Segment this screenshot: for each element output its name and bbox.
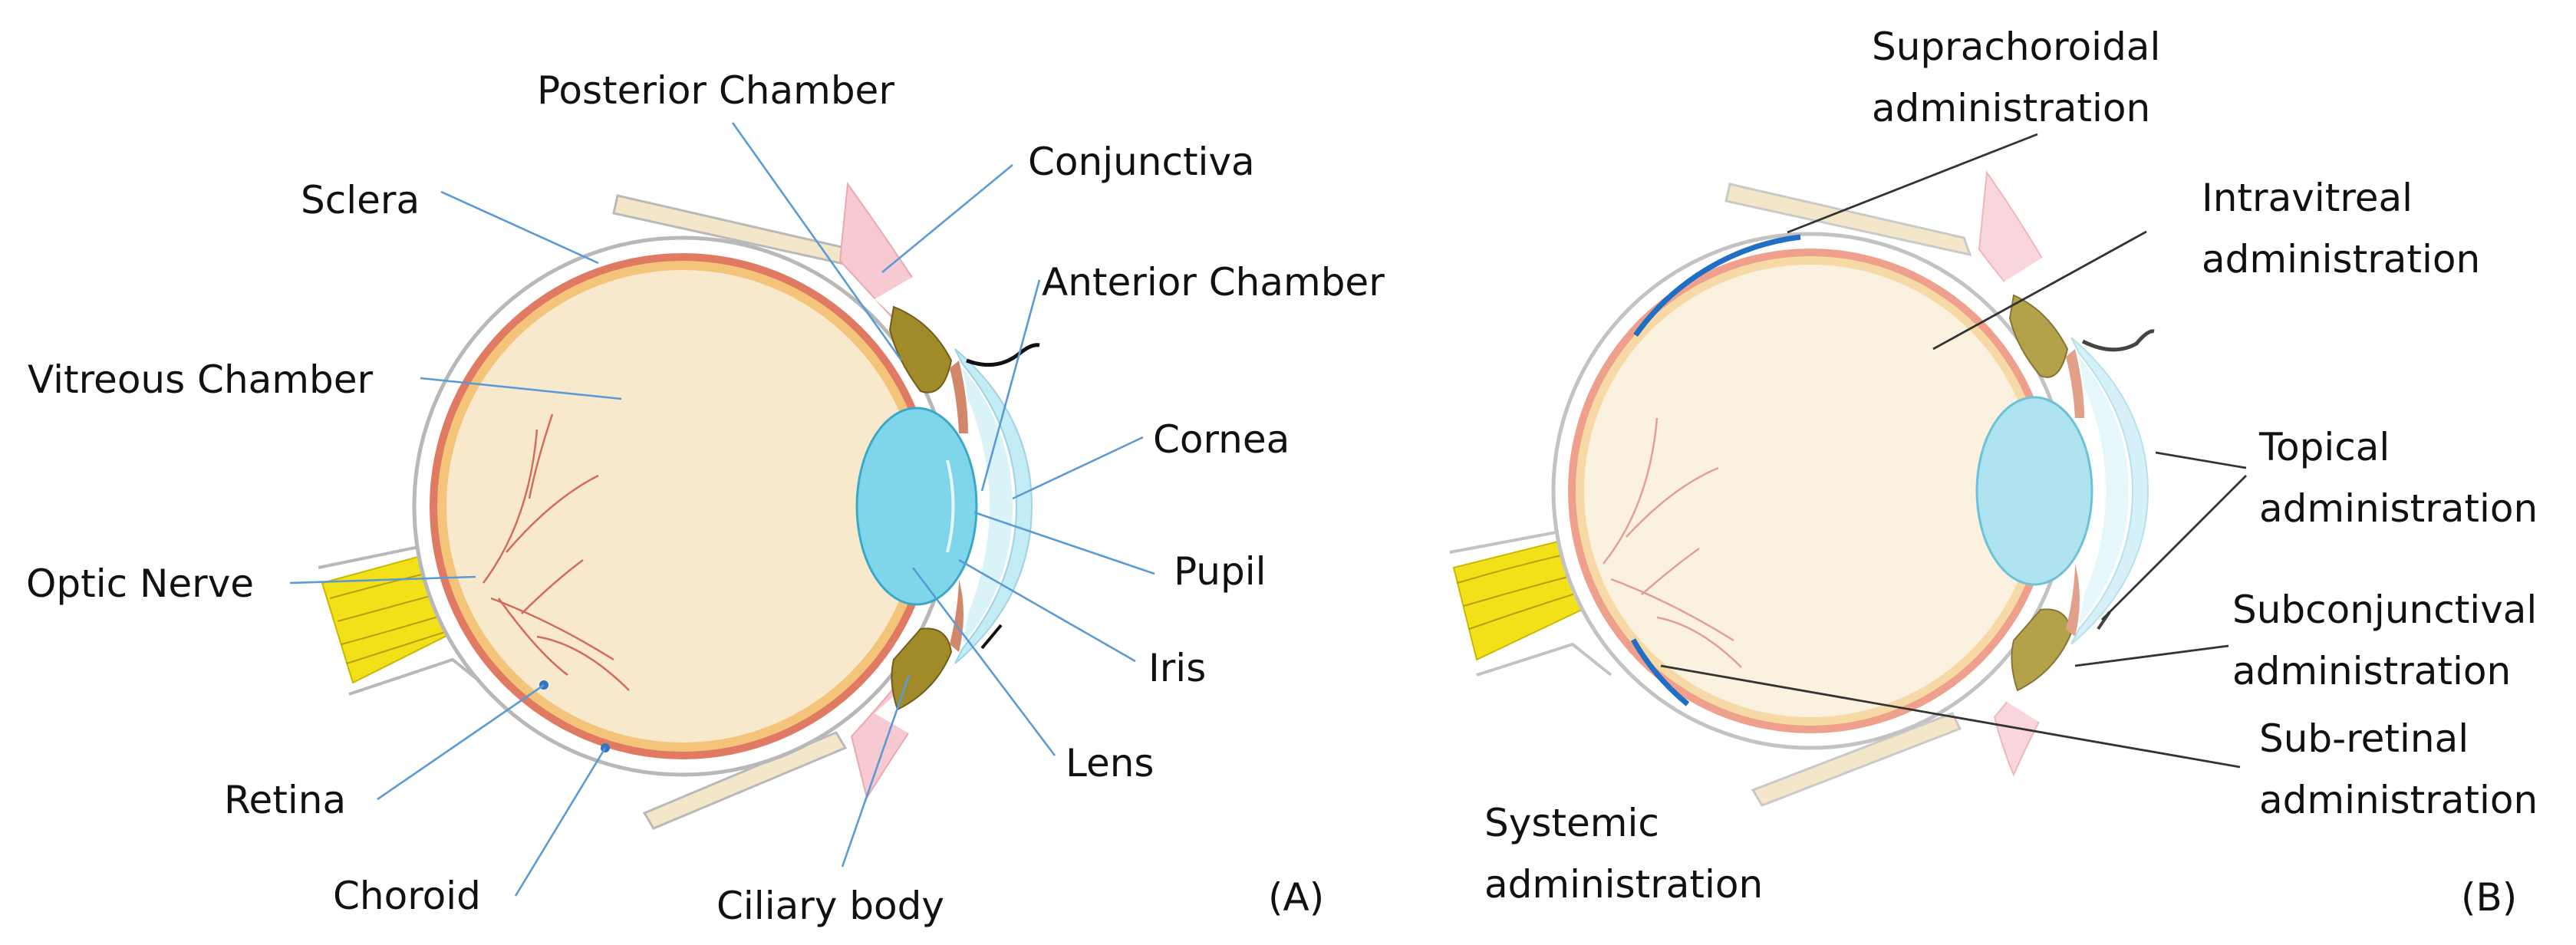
- ciliary-body-upper-b: [2008, 294, 2069, 378]
- label-intravitreal: Intravitreal administration: [2202, 176, 2480, 282]
- eyelash-lower-a: [980, 624, 1003, 650]
- label-pupil: Pupil: [1174, 549, 1266, 594]
- cornea-b: [2070, 337, 2149, 645]
- leader-lines-b: [1660, 133, 2247, 769]
- label-intravitreal-line1: Intravitreal: [2202, 176, 2413, 220]
- label-suprachoroidal-line1: Suprachoroidal: [1872, 25, 2160, 69]
- label-vitreous-chamber: Vitreous Chamber: [28, 357, 373, 402]
- label-subconjunctival-line2: administration: [2232, 649, 2511, 693]
- label-lens: Lens: [1066, 741, 1154, 785]
- label-retina: Retina: [224, 778, 346, 822]
- label-subconjunctival-line1: Subconjunctival: [2232, 588, 2537, 632]
- cornea-a: [954, 348, 1033, 664]
- label-intravitreal-line2: administration: [2202, 237, 2480, 282]
- panel-b: Suprachoroidal administration Intravitre…: [1449, 25, 2549, 920]
- label-choroid: Choroid: [333, 874, 481, 918]
- retinal-vessels-a: [482, 413, 630, 691]
- label-ciliary-body: Ciliary body: [716, 884, 944, 928]
- upper-eyelid-b: [1724, 183, 1972, 257]
- label-anterior-chamber: Anterior Chamber: [1042, 260, 1385, 305]
- label-subconjunctival: Subconjunctival administration: [2232, 588, 2549, 693]
- iris-lower-b: [2066, 564, 2080, 637]
- suprachoroidal-highlight: [1633, 234, 1801, 338]
- label-subretinal-line1: Sub-retinal: [2259, 716, 2469, 761]
- label-sclera: Sclera: [301, 178, 420, 222]
- anterior-chamber-fluid-a: [963, 368, 1013, 644]
- label-suprachoroidal: Suprachoroidal administration: [1872, 25, 2172, 130]
- lens-a: [855, 407, 978, 606]
- iris-upper-a: [950, 361, 968, 433]
- ciliary-body-lower-b: [2011, 608, 2073, 692]
- lower-eyelid-b: [1751, 712, 1962, 807]
- panel-tag-a: (A): [1268, 875, 1324, 920]
- ciliary-body-lower-a: [891, 627, 953, 711]
- leader-lines-a: [289, 122, 1155, 897]
- label-systemic-line2: administration: [1484, 862, 1763, 907]
- label-systemic: Systemic administration: [1484, 801, 1763, 907]
- vitreous-b: [1584, 265, 2037, 717]
- anterior-mask-a: [875, 245, 1020, 767]
- label-systemic-line1: Systemic: [1484, 801, 1659, 845]
- label-topical-line2: administration: [2259, 486, 2538, 531]
- label-optic-nerve: Optic Nerve: [26, 561, 254, 606]
- retinal-vessels-b: [1603, 417, 1742, 668]
- subretinal-highlight: [1630, 638, 1690, 706]
- label-iris: Iris: [1148, 646, 1206, 690]
- label-suprachoroidal-line2: administration: [1872, 86, 2150, 130]
- lens-highlight-a: [946, 459, 955, 553]
- iris-upper-b: [2066, 349, 2084, 418]
- anterior-chamber-fluid-b: [2079, 357, 2129, 625]
- panel-a: Posterior Chamber Conjunctiva Sclera Ant…: [26, 68, 1385, 928]
- label-topical-line1: Topical: [2258, 425, 2390, 469]
- label-cornea: Cornea: [1153, 417, 1290, 462]
- vitreous-a: [446, 270, 919, 742]
- label-posterior-chamber: Posterior Chamber: [537, 68, 894, 113]
- iris-lower-a: [950, 579, 964, 652]
- label-subretinal-line2: administration: [2259, 778, 2538, 822]
- label-topical: Topical administration: [2258, 425, 2538, 531]
- label-conjunctiva: Conjunctiva: [1028, 140, 1255, 184]
- panel-tag-b: (B): [2461, 875, 2517, 920]
- label-subretinal: Sub-retinal administration: [2259, 716, 2538, 822]
- lens-b: [1975, 396, 2093, 586]
- eyelash-upper-b: [2081, 329, 2155, 352]
